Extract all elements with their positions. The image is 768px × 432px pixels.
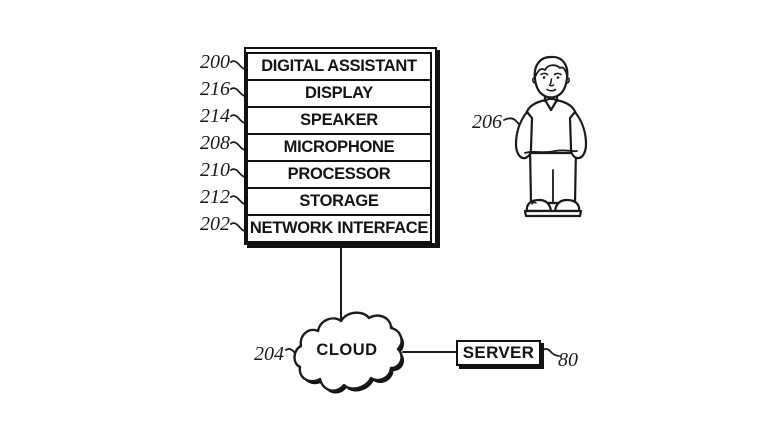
person-right-eye <box>556 76 560 79</box>
ref-label-206: 206 <box>472 111 502 133</box>
ref-label-214: 214 <box>200 105 230 127</box>
person-torso <box>523 97 579 155</box>
cloud-label: CLOUD <box>316 341 378 359</box>
stack-row-digital-assistant: DIGITAL ASSISTANT <box>246 52 432 81</box>
stack-row-network-interface: NETWORK INTERFACE <box>246 214 432 243</box>
person-figure <box>514 55 588 218</box>
person-hair <box>534 64 568 78</box>
person-shoe-detail <box>531 201 537 205</box>
person-brows <box>540 72 562 76</box>
person-shoe-base <box>523 209 583 218</box>
person-left-eye <box>542 76 546 79</box>
ref-label-212: 212 <box>200 186 230 208</box>
stack-row-display: DISPLAY <box>246 79 432 108</box>
ref-label-204: 204 <box>254 343 284 365</box>
ref-label-216: 216 <box>200 78 230 100</box>
person-hem <box>524 149 578 154</box>
ref-label-80: 80 <box>558 349 578 371</box>
person-right-shoe <box>553 198 581 213</box>
ref-squiggle-80 <box>542 347 560 357</box>
ref-label-208: 208 <box>200 132 230 154</box>
person-vneck <box>543 98 559 112</box>
ref-label-210: 210 <box>200 159 230 181</box>
ref-label-200: 200 <box>200 51 230 73</box>
cloud-outline <box>293 311 403 392</box>
person-right-arm <box>568 110 588 160</box>
stack-row-speaker: SPEAKER <box>246 106 432 135</box>
person-mouth <box>546 88 557 92</box>
stack-row-processor: PROCESSOR <box>246 160 432 189</box>
person-left-shoe <box>525 198 553 213</box>
digital-assistant-stack: DIGITAL ASSISTANT DISPLAY SPEAKER MICROP… <box>244 47 437 245</box>
ref-label-202: 202 <box>200 213 230 235</box>
stack-row-storage: STORAGE <box>246 187 432 216</box>
person-ears <box>532 77 570 84</box>
person-nose <box>548 78 555 87</box>
stack-row-microphone: MICROPHONE <box>246 133 432 162</box>
cloud-shape <box>293 311 405 394</box>
server-box: SERVER <box>456 340 541 366</box>
